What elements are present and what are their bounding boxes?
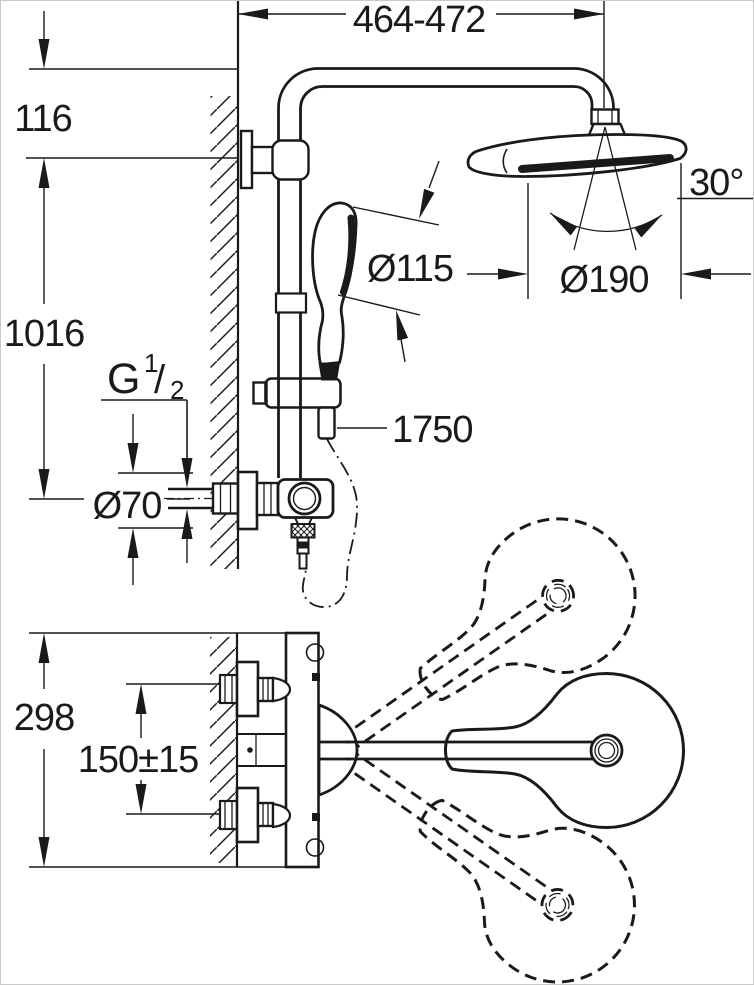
dim-arrow xyxy=(413,188,435,221)
rail-holder xyxy=(252,377,342,440)
plan-valve-body xyxy=(284,631,325,869)
elevation-view: 464-472 116 1016 G 1 / 2 xyxy=(4,1,753,608)
hand-spray-band xyxy=(340,214,356,296)
dim-arrow xyxy=(574,8,604,20)
hand-shower xyxy=(311,201,358,381)
plan-head-position-center xyxy=(319,672,685,829)
plan-view: 298 150±15 xyxy=(14,487,685,984)
shower-arm-and-rail xyxy=(274,67,615,478)
dim-arrow xyxy=(38,158,50,188)
dim-label-head-offset: 116 xyxy=(14,98,72,140)
dim-label-body-width: 298 xyxy=(14,697,74,739)
dim-label-top-width: 464-472 xyxy=(353,1,485,41)
dim-arrow xyxy=(498,268,528,280)
dim-label-swivel-angle: 30° xyxy=(689,162,743,204)
thread-denominator: 2 xyxy=(170,375,184,405)
handle-end xyxy=(318,362,340,381)
dim-arrow xyxy=(127,528,139,558)
plan-knob-left xyxy=(305,643,325,662)
dim-arrow xyxy=(238,8,268,20)
dimension-body-width: 298 xyxy=(14,632,286,868)
label-hose-length: 1750 xyxy=(337,409,474,451)
dim-arrow xyxy=(127,443,139,473)
hose-nut xyxy=(290,523,316,539)
thread-numerator: 1 xyxy=(144,348,158,378)
dim-label-escutcheon: Ø70 xyxy=(93,485,162,527)
plan-wall-section xyxy=(210,633,239,867)
dim-label-inlet-spacing: 150±15 xyxy=(78,739,199,781)
dim-label-hand-shower: Ø115 xyxy=(367,248,453,290)
supply-nut xyxy=(211,482,240,515)
ball-joint-nut xyxy=(590,108,620,126)
dimension-swivel-angle: 30° xyxy=(546,126,753,251)
thermostat-valve xyxy=(164,470,335,570)
head-shower xyxy=(466,108,688,178)
dimension-head-offset: 116 xyxy=(14,11,238,159)
hose-outlet xyxy=(317,406,336,440)
plan-inlet-unions xyxy=(218,660,292,844)
dim-arrow xyxy=(38,39,50,69)
holder-body xyxy=(264,377,342,409)
dim-arrow xyxy=(181,509,193,539)
dim-arrow xyxy=(38,633,50,663)
dim-arrow xyxy=(135,684,147,714)
dim-arrow xyxy=(546,208,578,236)
valve-escutcheon xyxy=(236,470,259,531)
dim-arrow xyxy=(681,268,711,280)
dim-arrow xyxy=(634,210,666,238)
plan-arm-flange xyxy=(317,703,359,797)
dim-label-head-shower: Ø190 xyxy=(560,259,649,301)
dim-label-hose-length: 1750 xyxy=(392,409,473,451)
wall-bracket xyxy=(239,129,310,190)
dimension-hand-shower: Ø115 xyxy=(337,160,454,363)
thread-label: G 1 / 2 xyxy=(101,348,193,563)
union-nut xyxy=(255,481,280,517)
dimension-head-shower: Ø190 xyxy=(467,163,751,301)
thread-slash: / xyxy=(154,358,166,402)
dim-arrow xyxy=(38,469,50,499)
dimension-top-width: 464-472 xyxy=(238,1,605,108)
plan-knob-right xyxy=(305,838,325,857)
dim-label-rail-height: 1016 xyxy=(4,313,85,355)
dim-arrow xyxy=(38,837,50,867)
dim-arrow xyxy=(135,784,147,814)
dimension-rail-height: 1016 xyxy=(4,158,190,500)
rail-sleeve xyxy=(274,292,308,314)
thread-letter: G xyxy=(107,355,140,403)
dim-arrow xyxy=(390,308,409,341)
shower-hose-loop xyxy=(301,438,358,608)
dimension-escutcheon: Ø70 xyxy=(93,414,193,585)
